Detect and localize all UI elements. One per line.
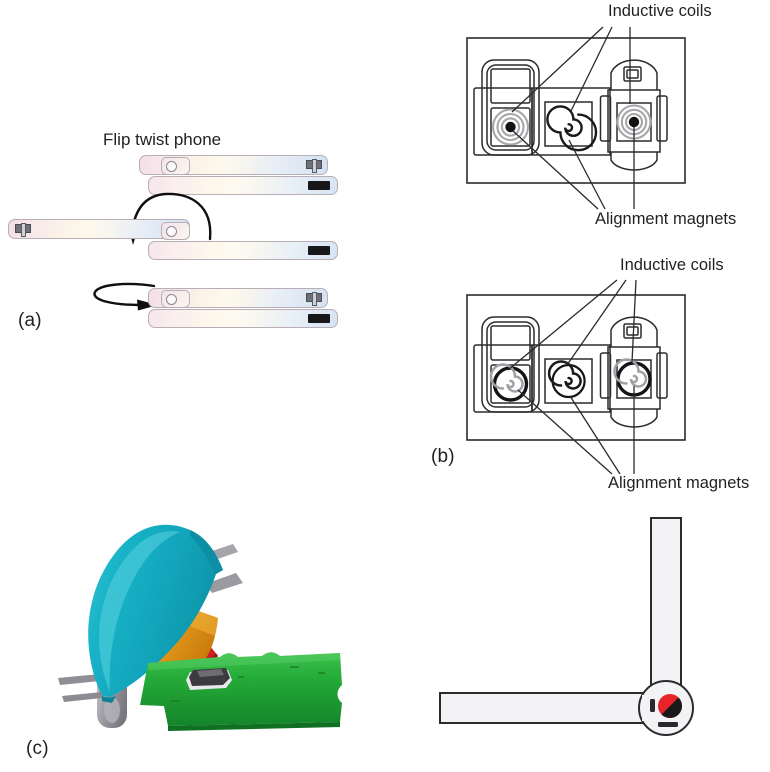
alignment-magnet-flip-phone [628, 116, 640, 128]
device-media-player [473, 59, 540, 156]
lens-ring [166, 294, 177, 305]
green-pcb-part [140, 652, 342, 726]
device-media-player [473, 316, 540, 413]
coil-spiral-phone-slab [547, 360, 582, 390]
charging-pad-diagram-bottom [466, 279, 686, 475]
panel-b-bottom: Inductive coils Alignment magnets (b) [431, 250, 770, 500]
callout-inductive-coils-top: Inductive coils [608, 2, 712, 20]
panel-b-label: (b) [431, 446, 455, 467]
charging-pad-diagram-top [466, 26, 686, 210]
callout-alignment-magnets-bottom: Alignment magnets [608, 474, 750, 492]
lens-ring [166, 161, 177, 172]
camera-lens-icon [161, 157, 190, 175]
schematic-arms [439, 517, 694, 736]
vertical-arm [650, 517, 682, 709]
camera-lens-icon [161, 290, 190, 308]
leader-lines-alignment-magnets [517, 386, 635, 475]
leader-lines-inductive-coils [507, 279, 637, 371]
hinge-schematic [439, 517, 694, 736]
phone-lower-half [148, 309, 338, 328]
magnet-pole-mark-left [650, 699, 655, 712]
phone-lower-half [148, 176, 338, 195]
coil-rings-media-player [491, 108, 530, 146]
teal-housing-highlight [99, 531, 180, 692]
teal-housing-edge [190, 530, 223, 574]
twist-arrow [93, 282, 158, 311]
panel-c: (c) [0, 500, 770, 772]
bipolar-magnet [650, 694, 682, 727]
pcb-silkscreen [170, 666, 325, 702]
coil-spiral-media-player [489, 363, 524, 393]
panel-a-label: (a) [18, 310, 42, 331]
connector-plug-icon [306, 158, 322, 173]
display-strip-icon [308, 246, 330, 255]
green-pcb-bottom-edge [168, 722, 340, 731]
magnet-pole-mark-bottom [658, 722, 678, 727]
panel-b-top: Inductive coils Alignment magnets [440, 0, 770, 250]
callout-alignment-magnets-top: Alignment magnets [595, 210, 737, 228]
coil-spiral-phone-slab [546, 105, 598, 152]
phone-lower-half [148, 241, 338, 260]
phone-upper-half-twisted [148, 288, 328, 308]
coil-spiral-flip-phone [613, 358, 648, 388]
camera-lens-icon [161, 222, 190, 240]
hinge-cad-render [58, 524, 342, 731]
leader-lines-inductive-coils [511, 26, 631, 113]
display-strip-icon [308, 314, 330, 323]
panel-a: Flip twist phone [0, 0, 420, 350]
connector-plug-icon [15, 222, 31, 237]
smd-component-part [186, 668, 232, 690]
panel-c-label: (c) [26, 738, 49, 759]
connector-plug-icon [306, 291, 322, 306]
panel-a-title: Flip twist phone [103, 130, 222, 149]
green-pcb-top-edge [148, 652, 340, 670]
teal-housing-foot [102, 696, 116, 703]
leader-lines-alignment-magnets [512, 127, 635, 210]
charging-pad-outline [466, 37, 686, 184]
alignment-magnet-media-player [505, 121, 516, 133]
horizontal-arm [439, 692, 656, 724]
lens-ring [166, 226, 177, 237]
charging-pad-outline [466, 294, 686, 441]
teal-housing-pin [62, 692, 102, 702]
callout-inductive-coils-bottom: Inductive coils [620, 256, 724, 274]
display-strip-icon [308, 181, 330, 190]
